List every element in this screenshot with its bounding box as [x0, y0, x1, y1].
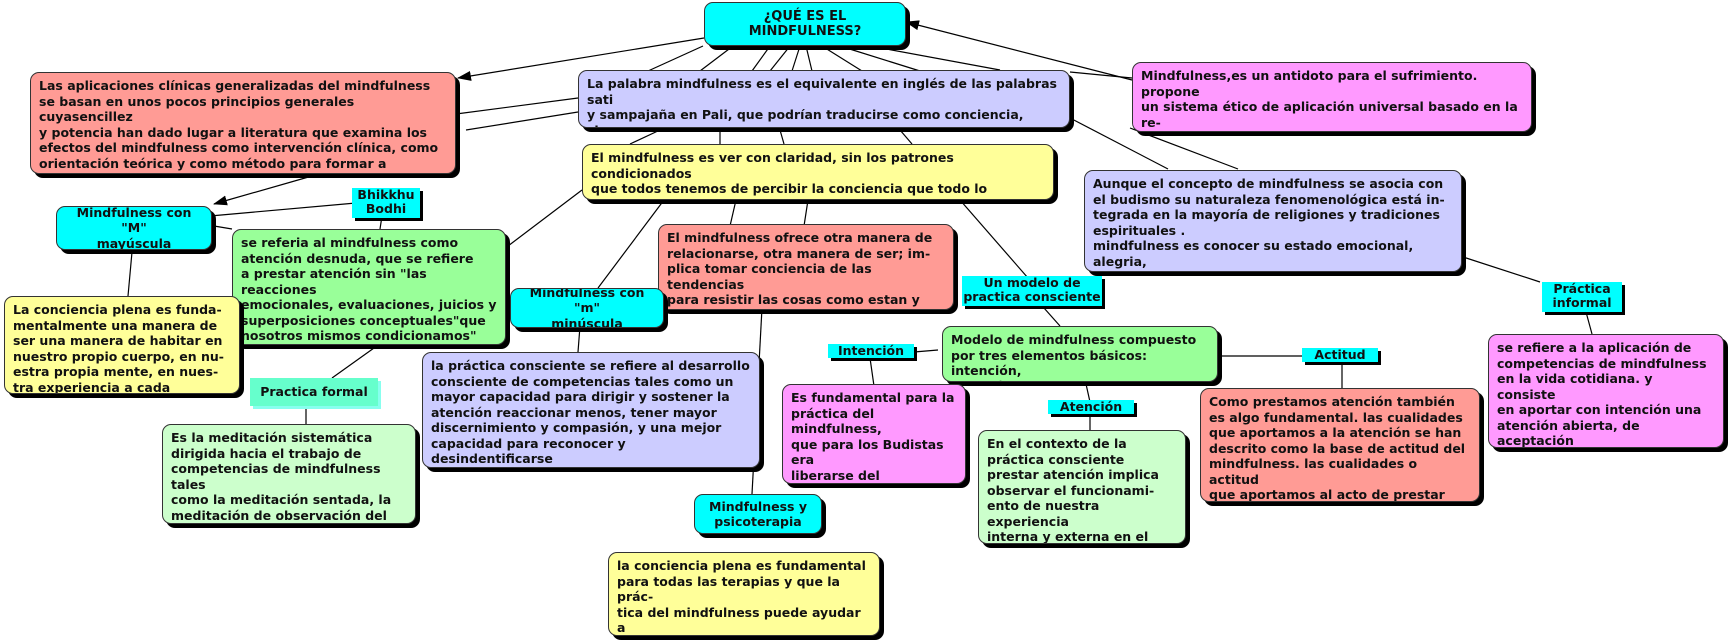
informal-texto-node: se refiere a la aplicación de competenci…: [1488, 334, 1724, 448]
link-bhikkhu-desnuda: [379, 215, 383, 230]
atencion-desnuda-node: se referia al mindfulness como atención …: [232, 229, 506, 345]
psicoterapia-texto-node: la conciencia plena es fundamental para …: [608, 552, 880, 636]
link-title-pali-3: [751, 45, 771, 72]
link-pali-mmayuscula: [465, 111, 579, 131]
m-minuscula-node: Mindfulness con "m" minúscula: [510, 288, 664, 328]
actitud-label: Actitud: [1302, 348, 1378, 362]
link-mmayuscula-bhikkhu: [209, 202, 357, 217]
otra-manera-node: El mindfulness ofrece otra manera de rel…: [658, 224, 954, 310]
modelo-practica-label: Un modelo de practica consciente: [962, 275, 1102, 306]
m-mayuscula-node: Mindfulness con "M" mayúscula: [56, 206, 212, 250]
aplicaciones-clinicas-node: Las aplicaciones clínicas generalizadas …: [30, 72, 456, 174]
antidoto-node: Mindfulness,es un antidoto para el sufri…: [1132, 62, 1532, 132]
link-title-pali-5: [791, 45, 801, 72]
practica-consciente-desarrollo-node: la práctica consciente se refiere al des…: [422, 352, 760, 468]
link-pali-antidoto: [1069, 71, 1133, 79]
meditacion-sistematica-node: Es la meditación sistemática dirigida ha…: [162, 424, 416, 524]
link-aplicaciones-mmayuscula: [213, 175, 313, 206]
link-desnuda-formal: [331, 347, 375, 379]
link-mminuscula-desarrollo: [577, 325, 581, 353]
link-budismo-informal: [1459, 255, 1541, 283]
bhikkhu-bodhi-label: Bhikkhu Bodhi: [352, 188, 420, 218]
link-mmayuscula-conciencia: [127, 251, 133, 297]
link-elementos-atencion: [1085, 383, 1091, 403]
link-elementos-intencion: [913, 349, 939, 353]
link-pali-budismo-2: [1129, 127, 1239, 170]
link-title-pali-9: [869, 45, 1001, 71]
budismo-node: Aunque el concepto de mindfulness se aso…: [1084, 170, 1462, 272]
title-node: ¿QUÉ ES EL MINDFULNESS?: [704, 2, 906, 46]
link-title-pali-6: [805, 45, 813, 72]
link-antidoto-title: [905, 20, 1133, 81]
link-title-pali-2: [699, 45, 734, 72]
link-claridad-mminuscula: [597, 199, 665, 289]
atencion-label: Atención: [1048, 400, 1134, 414]
practica-informal-label: Práctica informal: [1542, 282, 1622, 312]
modelo-elementos-node: Modelo de mindfulness compuesto por tres…: [942, 326, 1218, 382]
conciencia-plena-node: La conciencia plena es funda- mentalment…: [4, 296, 240, 394]
link-title-pali-7: [821, 45, 863, 72]
link-title-aplicaciones: [457, 37, 705, 81]
link-claridad-modelo: [959, 199, 1029, 279]
link-mmayuscula-desnuda: [213, 225, 233, 230]
link-pali-aplicaciones: [455, 97, 579, 115]
link-claridad-desnuda: [507, 189, 583, 247]
practica-formal-label: Practica formal: [250, 378, 378, 406]
link-informal-texto: [1585, 311, 1593, 335]
link-claridad-otra-1: [729, 199, 737, 227]
link-pali-budismo: [1069, 117, 1169, 170]
psicoterapia-node: Mindfulness y psicoterapia: [694, 494, 822, 534]
ver-claridad-node: El mindfulness es ver con claridad, sin …: [582, 144, 1054, 200]
definicion-pali-node: La palabra mindfulness es el equivalente…: [578, 70, 1070, 128]
link-modelo-elementos: [1043, 307, 1061, 327]
intencion-label: Intención: [828, 344, 914, 358]
link-title-pali-8: [839, 45, 921, 72]
link-title-pali-4: [769, 45, 791, 72]
link-pali-claridad-1: [629, 129, 661, 145]
link-claridad-otra-2: [803, 199, 809, 227]
link-intencion-texto: [869, 357, 875, 387]
link-title-pali-1: [647, 45, 704, 72]
link-pali-claridad-4: [899, 129, 913, 145]
link-pali-claridad-3: [779, 129, 785, 145]
intencion-texto-node: Es fundamental para la práctica del mind…: [782, 384, 966, 484]
actitud-texto-node: Como prestamos atención también es algo …: [1200, 388, 1480, 502]
atencion-texto-node: En el contexto de la práctica consciente…: [978, 430, 1186, 544]
